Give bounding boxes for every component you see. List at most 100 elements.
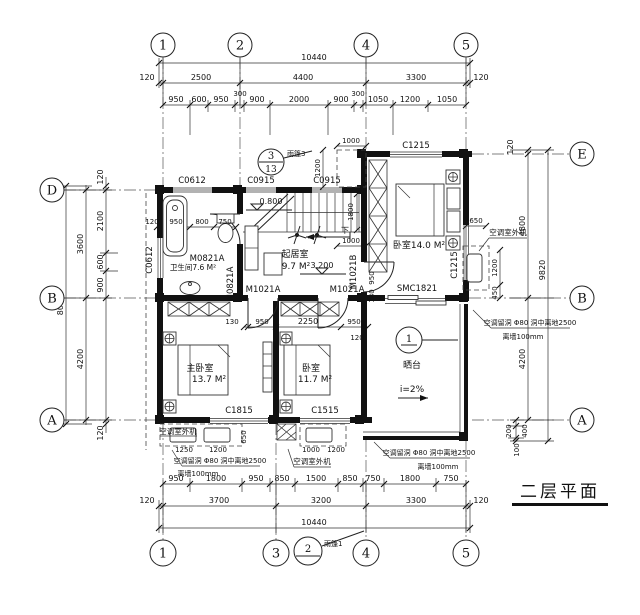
dim-label: 180 [368, 289, 376, 302]
ac-platform-mid [299, 423, 347, 447]
opening-labels: C0612 C0915 C0915 C1215 C0612 C1215 C181… [145, 141, 460, 416]
grid-bubble-label: 1 [159, 547, 167, 562]
grid-bubble-label: 4 [362, 547, 370, 562]
window-label: C0915 [247, 176, 275, 186]
dim-label: 1000 [302, 446, 320, 454]
grid-bubble-label: D [47, 184, 57, 199]
dim-label: 4800 [518, 216, 527, 236]
dim-label: 800 [195, 218, 208, 226]
slope-arrow [398, 395, 428, 401]
dim-label: 950 [248, 474, 263, 483]
dim-label: 120 [139, 73, 154, 82]
dim-label: 750 [443, 474, 458, 483]
window-c1515 [300, 418, 350, 424]
dim-label: 120 [145, 218, 158, 226]
dim-label: 1200 [327, 446, 345, 454]
dim-label: 450 [491, 286, 499, 299]
window-c0612-top [173, 187, 212, 193]
room-label-bath: 卫生间7.6 M² [170, 262, 216, 272]
dim-label: 120 [473, 496, 488, 505]
ac-platform-left [159, 423, 243, 447]
dim-label: 1000 [342, 137, 360, 145]
dim-label: 10440 [301, 53, 326, 62]
dim-label: 3300 [406, 73, 426, 82]
room-area-bedroom2: 11.7 M² [298, 375, 333, 385]
ac-platform-right [462, 245, 490, 291]
stair-down-label: 下 [341, 226, 349, 235]
ac-wall-label: 离墙100mm [503, 332, 544, 341]
windows [157, 151, 469, 424]
dim-label: 2000 [289, 95, 309, 104]
slope-label: i=2% [400, 385, 425, 395]
dim-label: 300 [233, 90, 246, 98]
ac-unit-label: 空调室外机 [293, 456, 331, 466]
level-marks: 0.800 3.200 下 [246, 197, 349, 275]
level-mark-low: 0.800 [246, 197, 292, 211]
dim-label: 1050 [437, 95, 457, 104]
detail-label: 雨篷3 [287, 149, 305, 158]
window-label: C1515 [311, 406, 339, 416]
window-label: C1815 [225, 406, 253, 416]
detail-number: 2 [305, 544, 311, 555]
grid-bubbles: 1 2 4 5 1 3 4 5 D B A E B A [39, 32, 595, 567]
dim-label: 3600 [76, 234, 85, 254]
room-label-living: 起居室 [281, 248, 308, 260]
dim-label: 600 [191, 95, 206, 104]
window-label: C1215 [450, 251, 460, 279]
detail-label: 雨篷1 [324, 539, 342, 548]
dim-label: 130 [225, 318, 238, 326]
ac-wall-label: 离墙100mm [178, 469, 219, 478]
dim-label: 4400 [293, 73, 313, 82]
ac-annotations: 空调室外机 空调留洞 Φ80 洞中离地2500 离墙100mm 空调室外机 空调… [159, 227, 576, 478]
dimension-lines [60, 58, 554, 533]
level-mark-high: 3.200 [300, 261, 346, 275]
grid-bubble-label: E [577, 148, 587, 163]
ac-wall-label: 离墙100mm [418, 462, 459, 471]
room-label-terrace: 晒台 [403, 359, 421, 371]
flue [276, 423, 297, 441]
window-c1815 [210, 418, 268, 424]
dim-label: 3200 [311, 496, 331, 505]
detail-number: 3 [268, 151, 274, 162]
dim-label: 950 [368, 271, 376, 284]
dim-label: 120 [96, 425, 105, 440]
bed-master [162, 331, 231, 414]
dim-label: 1200 [314, 159, 322, 177]
grid-bubble-label: B [577, 292, 587, 307]
drawing-title: 二层平面 [512, 482, 608, 506]
dim-label: 120 [96, 169, 105, 184]
window-c0915-a [246, 187, 276, 193]
dim-label: 3700 [209, 496, 229, 505]
washbasin [179, 281, 201, 295]
window-label: C1215 [402, 141, 430, 151]
dim-label: 300 [351, 90, 364, 98]
ac-unit-label: 空调室外机 [489, 227, 527, 237]
dim-label: 120 [350, 334, 363, 342]
level-value: 3.200 [311, 261, 334, 270]
dim-label: 750 [365, 474, 380, 483]
dim-label: 120 [473, 73, 488, 82]
door-label: M1021B [349, 254, 359, 289]
dim-label: 650 [240, 430, 248, 443]
dim-label: 100 [513, 443, 521, 456]
interior-dimensions: 120 950 800 750 130 950 2250 950 120 180… [145, 137, 499, 454]
dim-label: 950 [169, 218, 182, 226]
sliding-door-smc1821 [385, 295, 447, 306]
dresser [262, 341, 273, 393]
grid-bubble-label: A [46, 414, 57, 429]
detail-terrace: 1 [395, 326, 458, 354]
dim-label: 1200 [491, 259, 499, 277]
grid-bubble-label: A [576, 414, 587, 429]
door-label: SMC1821 [397, 284, 437, 294]
dim-label: 2250 [298, 317, 318, 326]
dim-label: 3300 [406, 496, 426, 505]
level-value: 0.800 [260, 197, 283, 206]
detail-number: 1 [406, 334, 412, 345]
wardrobe-second [280, 301, 340, 317]
bed-second [279, 331, 331, 414]
dim-label: 1800 [347, 203, 355, 221]
dim-label: 2100 [96, 211, 105, 231]
door-label: M1021A [246, 285, 281, 295]
grid-bubble-label: 4 [362, 39, 370, 54]
